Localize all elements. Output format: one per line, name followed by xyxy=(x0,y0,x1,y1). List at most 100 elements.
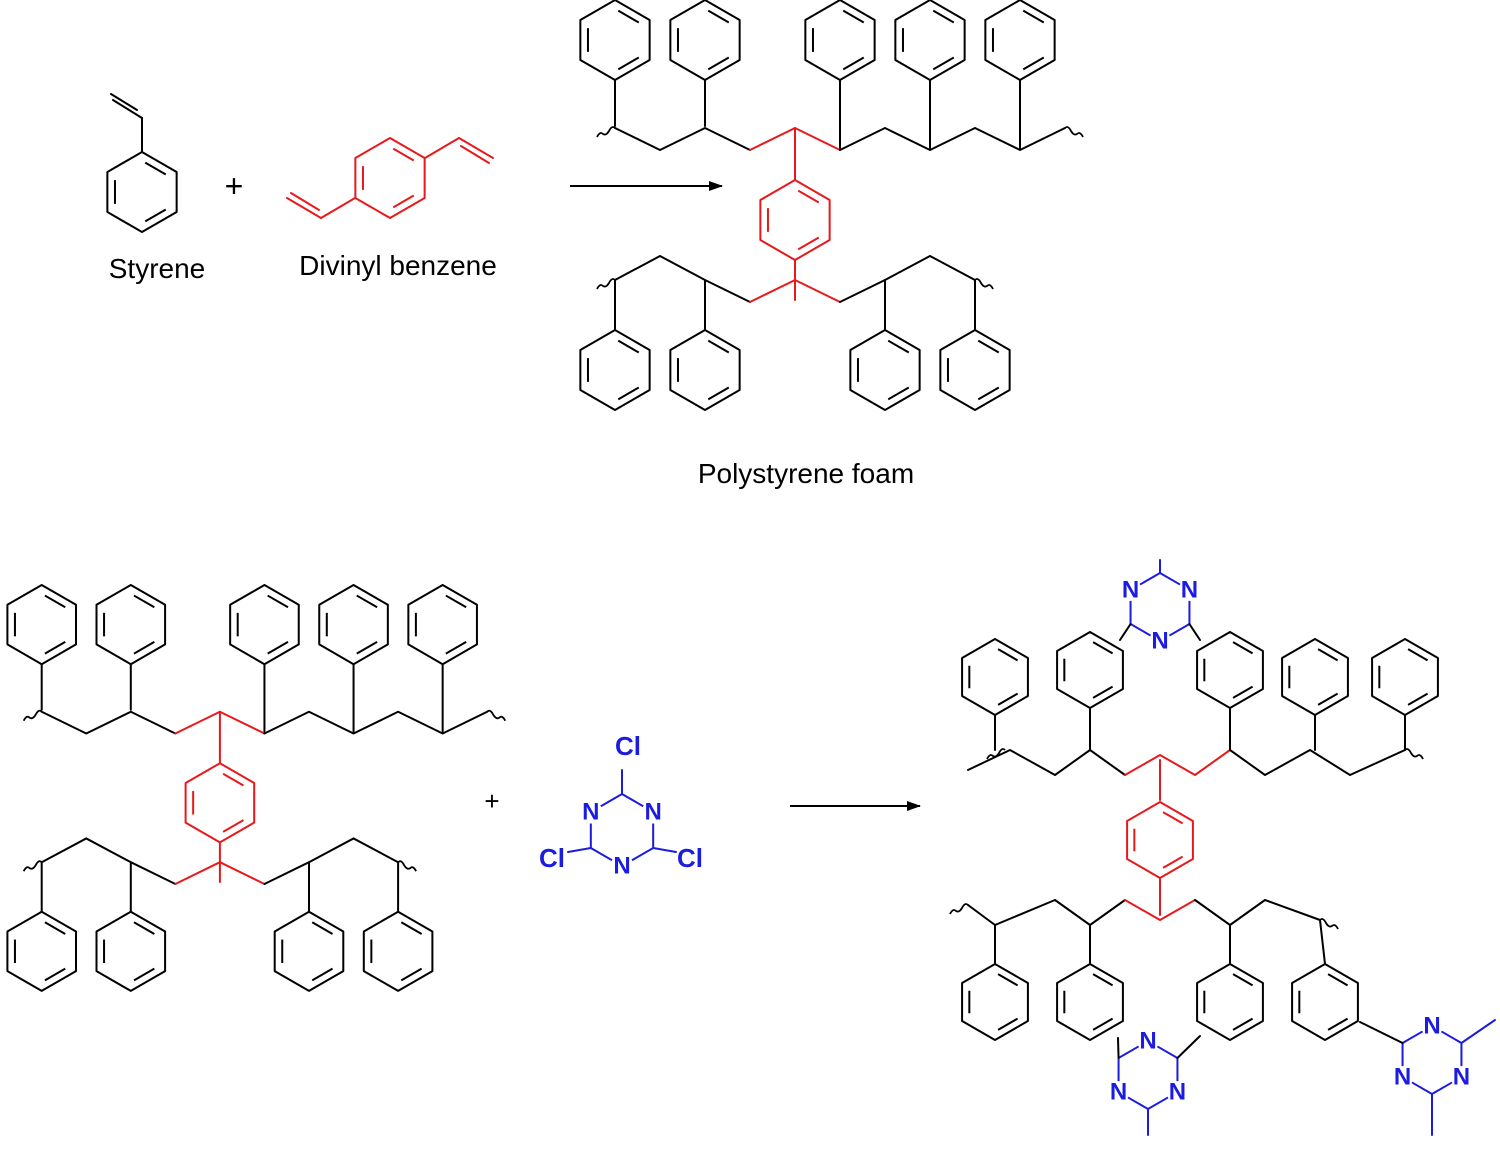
c-cl-bond xyxy=(652,847,677,853)
nitrogen-atom: N xyxy=(1181,577,1198,604)
nitrogen-atom: N xyxy=(1122,577,1139,604)
chlorine-atom-left: Cl xyxy=(539,843,565,873)
pendant-phenyl-ring xyxy=(6,910,77,992)
pendant-phenyl-ring xyxy=(229,584,300,666)
nitrogen-atom: N xyxy=(1453,1064,1470,1091)
pendant-phenyl-ring xyxy=(273,910,345,992)
vinyl-double-bond xyxy=(112,99,143,119)
chain-bond xyxy=(40,710,177,735)
divinyl-benzene-ring xyxy=(354,137,426,219)
chain-bond xyxy=(839,127,1066,151)
pendant-phenyl-ring xyxy=(1281,638,1349,716)
chain-bond xyxy=(839,255,976,303)
aryl-triazine-bond xyxy=(1359,1021,1404,1044)
chain-end-wavy-bond xyxy=(596,126,616,138)
pendant-phenyl-ring xyxy=(804,0,876,81)
styrene-label: Styrene xyxy=(109,253,206,284)
aryl-triazine-bond xyxy=(1117,1037,1120,1059)
chain-end-wavy-bond xyxy=(596,278,616,290)
crosslink-chain-bond xyxy=(749,279,841,303)
pendant-phenyl-ring xyxy=(1196,631,1264,709)
plus-sign-1: + xyxy=(225,168,244,204)
crosslink-phenylene-ring xyxy=(184,762,256,844)
pendant-phenyl-ring xyxy=(1056,631,1124,709)
chain-end-wavy-bond xyxy=(949,903,969,915)
styrene-benzene-ring xyxy=(106,151,178,233)
chain-bond xyxy=(967,904,996,926)
chlorine-atom-top: Cl xyxy=(615,731,641,761)
pendant-phenyl-ring xyxy=(1291,963,1359,1041)
nitrogen-atom: N xyxy=(582,799,599,826)
crosslink-chain-bond xyxy=(174,861,266,885)
chain-end-wavy-bond xyxy=(1064,126,1084,138)
plus-sign-2: + xyxy=(484,786,499,816)
chain-bond xyxy=(614,127,751,151)
crosslink-chain-bond xyxy=(1124,899,1196,921)
pendant-phenyl-ring xyxy=(984,0,1056,81)
crosslink-chain-bond xyxy=(1124,749,1231,776)
pendant-phenyl-ring xyxy=(407,584,478,666)
pendant-phenyl-ring xyxy=(894,0,966,81)
chain-bond xyxy=(1194,899,1321,926)
pendant-phenyl-ring xyxy=(1371,638,1439,716)
polystyrene-foam-structure xyxy=(579,0,1084,411)
c-cl-bond xyxy=(567,847,592,853)
polystyrene-foam-reactant-structure xyxy=(6,584,507,992)
nitrogen-atom: N xyxy=(1151,628,1168,655)
vinyl-bond xyxy=(424,137,460,159)
nitrogen-atom: N xyxy=(1169,1079,1186,1106)
chain-bond xyxy=(40,837,177,885)
pendant-phenyl-ring xyxy=(1056,963,1124,1041)
chain-end-wavy-bond xyxy=(1404,748,1424,760)
vinyl-double-bond xyxy=(458,137,494,159)
pendant-phenyl-ring xyxy=(1196,963,1264,1041)
polystyrene-foam-label: Polystyrene foam xyxy=(698,458,914,489)
nitrogen-atom: N xyxy=(1394,1064,1411,1091)
styrene-structure xyxy=(106,93,178,233)
aryl-triazine-bond xyxy=(1119,623,1132,641)
pendant-phenyl-ring xyxy=(318,584,389,666)
pendant-phenyl-ring xyxy=(849,329,921,411)
pendant-phenyl-ring xyxy=(961,638,1029,716)
nitrogen-atom: N xyxy=(613,853,630,880)
nitrogen-atom: N xyxy=(1423,1013,1440,1040)
nitrogen-atom: N xyxy=(645,799,662,826)
divinyl-benzene-label: Divinyl benzene xyxy=(299,250,497,281)
divinyl-benzene-structure xyxy=(286,137,494,219)
pendant-phenyl-ring xyxy=(95,910,167,992)
triazine-ring: NNN xyxy=(1122,572,1198,655)
triazine-ring: NNN xyxy=(1394,1013,1470,1095)
pendant-phenyl-ring xyxy=(579,0,651,81)
chain-end-wavy-bond xyxy=(397,860,417,872)
chain-bond xyxy=(263,837,400,885)
pendant-phenyl-ring xyxy=(6,584,77,666)
chain-end-wavy-bond xyxy=(1319,918,1339,930)
aryl-triazine-bond xyxy=(1188,623,1201,641)
pendant-phenyl-ring xyxy=(579,329,651,411)
triazine-ring: NNN xyxy=(1110,1028,1186,1110)
crosslink-phenylene-ring xyxy=(759,179,831,261)
chain-bond xyxy=(967,749,1126,776)
vinyl-double-bond xyxy=(110,93,138,111)
chain-end-wavy-bond xyxy=(986,748,1006,760)
chain-end-wavy-bond xyxy=(974,278,994,290)
chain-end-wavy-bond xyxy=(486,709,507,722)
vinyl-bond xyxy=(320,197,356,219)
vinyl-double-bond xyxy=(286,197,322,219)
crosslink-phenylene-ring xyxy=(1126,801,1194,879)
chain-bond xyxy=(1229,749,1406,776)
vinyl-double-bond xyxy=(290,192,320,211)
vinyl-double-bond xyxy=(460,145,490,164)
pendant-phenyl-ring xyxy=(669,329,741,411)
aryl-triazine-bond xyxy=(1176,1035,1201,1059)
pendant-bond xyxy=(1319,919,1326,965)
triazine-ring: NNN xyxy=(582,793,662,880)
chain-end-wavy-bond xyxy=(22,860,43,872)
chain-bond xyxy=(263,710,489,735)
pendant-phenyl-ring xyxy=(95,584,167,666)
chlorine-atom-right: Cl xyxy=(677,843,703,873)
chain-bond xyxy=(994,899,1126,926)
nitrogen-atom: N xyxy=(1110,1079,1127,1106)
